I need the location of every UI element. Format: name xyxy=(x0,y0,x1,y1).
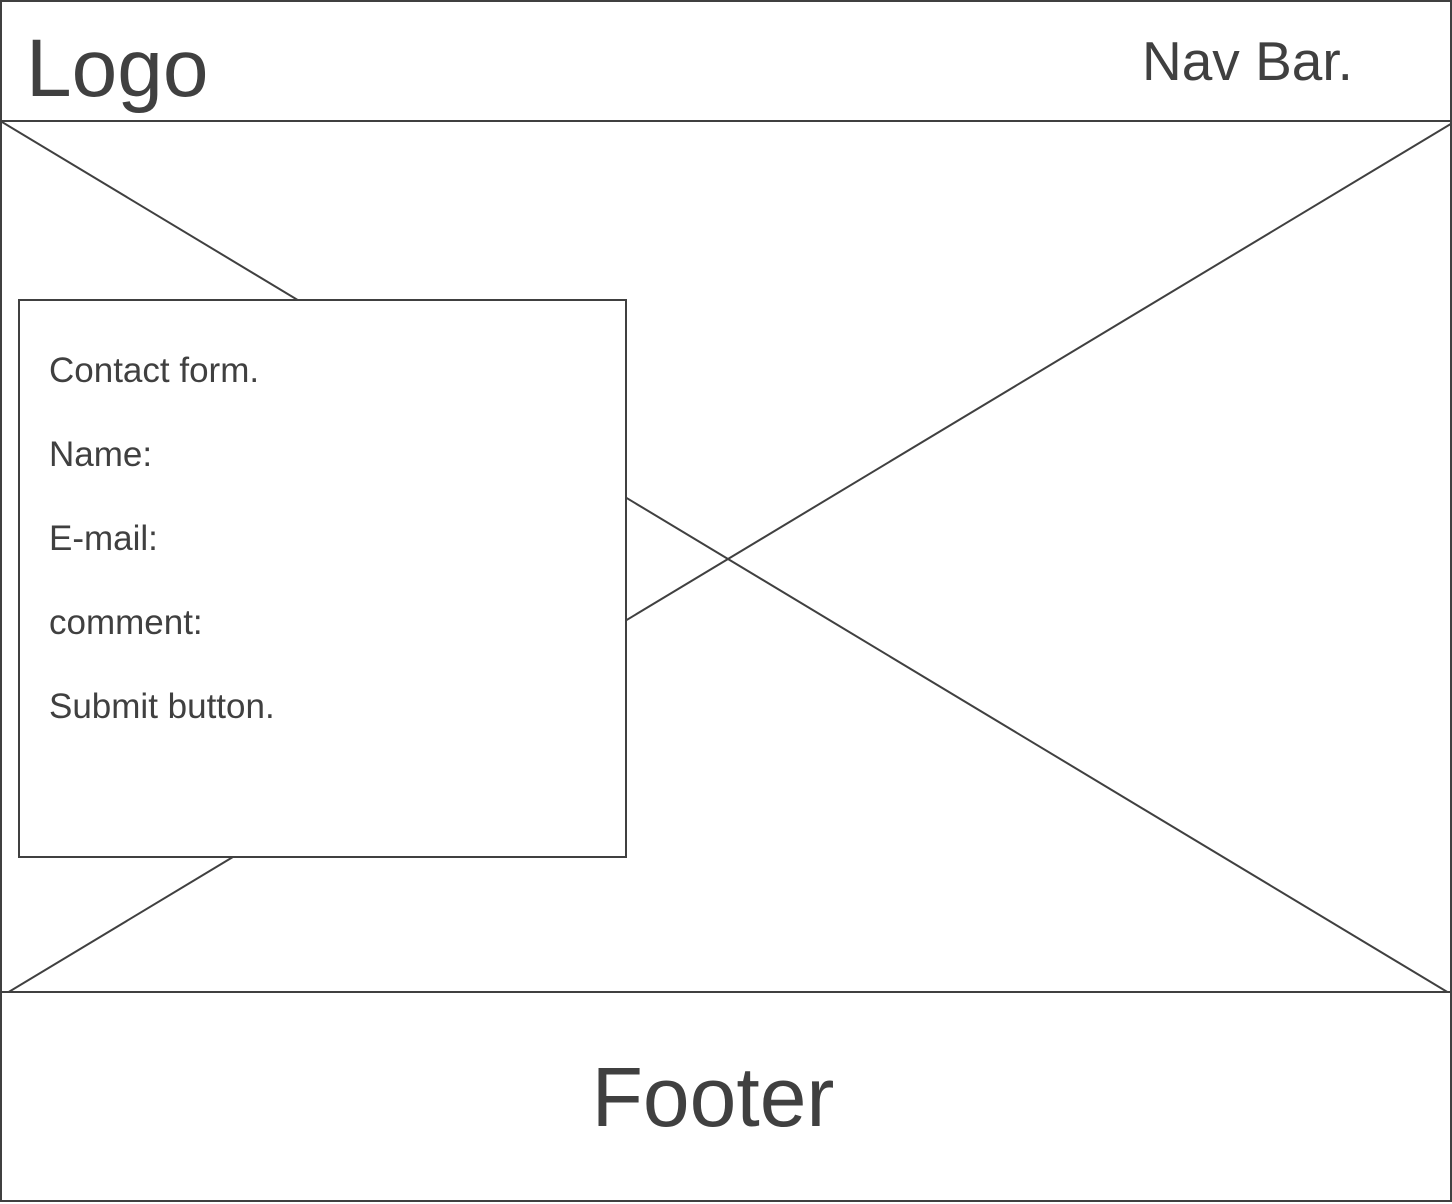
email-field-label[interactable]: E-mail: xyxy=(49,519,158,558)
contact-form-title: Contact form. xyxy=(49,351,260,390)
logo[interactable]: Logo xyxy=(26,23,209,114)
submit-button[interactable]: Submit button. xyxy=(49,687,275,726)
nav-bar[interactable]: Nav Bar. xyxy=(1142,30,1353,92)
name-field-label[interactable]: Name: xyxy=(49,435,153,474)
header-section: Logo Nav Bar. xyxy=(0,0,1452,123)
contact-form: Contact form. Name: E-mail: comment: Sub… xyxy=(18,299,627,858)
footer-section: Footer xyxy=(0,991,1452,1202)
comment-field-label[interactable]: comment: xyxy=(49,603,203,642)
footer-text: Footer xyxy=(591,1050,835,1144)
